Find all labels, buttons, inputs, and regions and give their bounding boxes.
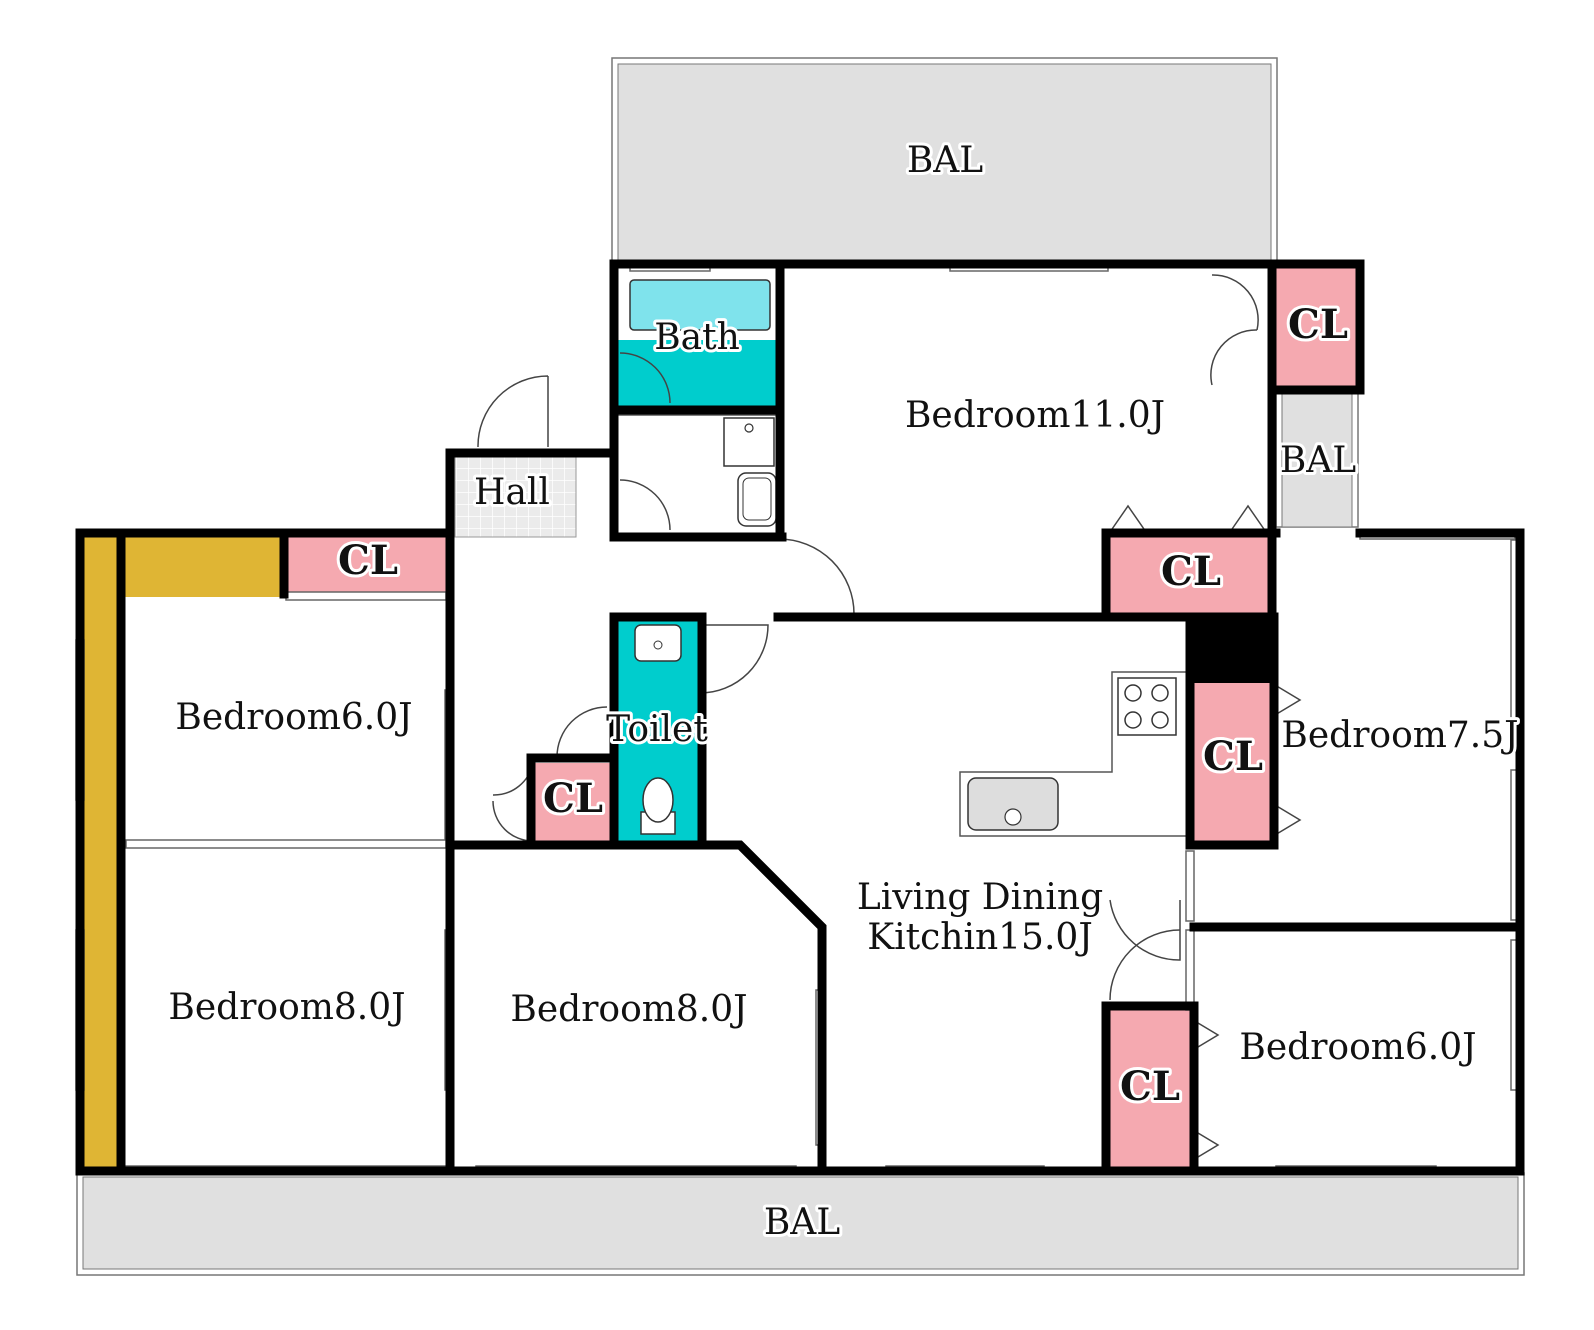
bedroom-7-5-label: Bedroom7.5J [1281, 715, 1518, 756]
closet-right-middle [1194, 683, 1272, 841]
balcony-top-label: BAL [907, 140, 983, 181]
bedroom-6-right-label: Bedroom6.0J [1239, 1027, 1476, 1068]
balcony-top [611, 57, 1278, 264]
bedroom-6-left-label: Bedroom6.0J [175, 697, 412, 738]
bedroom-8-left-label: Bedroom8.0J [168, 987, 405, 1028]
balcony-bottom [76, 1172, 1525, 1276]
door-swing-icon [477, 274, 1302, 1161]
bathtub-icon [629, 279, 771, 331]
storage-top [119, 535, 282, 597]
closet-center-top [1110, 537, 1272, 615]
toilet-icon [640, 777, 676, 835]
closet-left-bedroom [286, 535, 446, 592]
closet-center-top-label: CL [1161, 548, 1221, 595]
stove-icon [1117, 677, 1177, 736]
closet-near-toilet-label: CL [543, 775, 603, 822]
sink-icon [634, 624, 682, 662]
closet-bottom-right-label: CL [1120, 1063, 1180, 1110]
bath-cyan [618, 340, 776, 408]
fixtures [618, 414, 1191, 837]
hall-tile-area [454, 456, 577, 538]
closet-near-toilet [535, 763, 610, 841]
closet-right-middle-label: CL [1203, 733, 1263, 780]
ldk-label-line1: Living Dining [857, 877, 1103, 918]
closet-top-right [1276, 267, 1356, 387]
balcony-bottom-label: BAL [764, 1202, 840, 1243]
balcony-side-label: BAL [1280, 440, 1356, 481]
bedroom-8-center-label: Bedroom8.0J [510, 989, 747, 1030]
closet-bottom-right [1110, 1010, 1191, 1171]
closet-left-bedroom-label: CL [338, 537, 398, 584]
washbasin-icon [737, 472, 777, 527]
washing-machine-icon [723, 417, 775, 467]
walls [75, 259, 1525, 1176]
bedroom-11-label: Bedroom11.0J [905, 395, 1165, 436]
ldk-label-line2: Kitchin15.0J [867, 917, 1093, 958]
kitchen-sink-icon [967, 777, 1059, 831]
bath-label: Bath [654, 317, 740, 358]
storage-vertical [82, 535, 119, 1171]
hall-label: Hall [474, 472, 550, 513]
pipe-shaft [1190, 617, 1274, 683]
toilet-label: Toilet [606, 709, 708, 750]
closet-top-right-label: CL [1288, 301, 1348, 348]
